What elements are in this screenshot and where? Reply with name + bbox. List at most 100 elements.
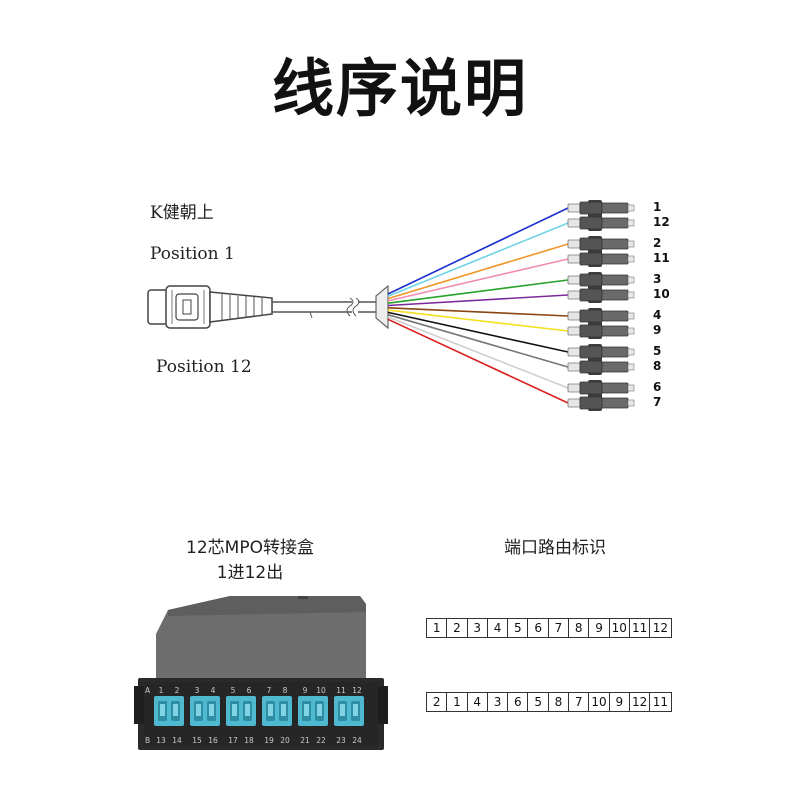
page-title: 线序说明 — [271, 52, 528, 125]
port-number: 8 — [653, 359, 662, 373]
mpo-connector — [147, 285, 211, 329]
position-1-label: Position 1 — [150, 244, 235, 264]
lc-connector — [567, 288, 635, 302]
panel-port-label-top: 9 — [303, 686, 308, 695]
lc-adapter — [334, 696, 364, 726]
panel-port-label-top: 10 — [316, 686, 326, 695]
fiber-group — [387, 207, 569, 404]
panel-port-label-top: 2 — [175, 686, 180, 695]
routing-cell: 12 — [652, 621, 669, 635]
port-number: 7 — [653, 395, 662, 409]
routing-cell: 2 — [427, 693, 448, 711]
port-number: 9 — [653, 323, 662, 337]
breakout-sleeve — [375, 284, 389, 330]
lc-connector — [567, 381, 635, 395]
lc-adapter — [262, 696, 292, 726]
routing-cell: 1 — [447, 693, 468, 711]
panel-port-label-bottom: 24 — [352, 736, 362, 745]
panel-port-label-top: 12 — [352, 686, 362, 695]
lc-connector — [567, 201, 635, 215]
routing-cell: 11 — [630, 619, 651, 637]
fiber-line — [387, 222, 569, 298]
port-number: 11 — [653, 251, 670, 265]
fiber-line — [387, 309, 569, 332]
panel-port-label-bottom: 16 — [208, 736, 218, 745]
lc-connector — [567, 237, 635, 251]
panel-port-label-bottom: 15 — [192, 736, 202, 745]
lc-connector — [567, 252, 635, 266]
routing-cell: 4 — [488, 619, 509, 637]
routing-cell: 7 — [549, 619, 570, 637]
lc-connector — [567, 360, 635, 374]
lc-duplex-connector — [567, 200, 635, 231]
module-caption-line2: 1进12出 — [216, 563, 284, 583]
fiber-line — [387, 243, 569, 300]
row-a-letter: A — [145, 686, 151, 695]
fiber-line — [387, 294, 569, 307]
fiber-line — [387, 258, 569, 302]
port-number: 2 — [653, 236, 662, 250]
port-number: 6 — [653, 380, 662, 394]
lc-connector — [567, 309, 635, 323]
panel-port-label-top: 4 — [211, 686, 216, 695]
port-number: 12 — [653, 215, 670, 229]
panel-port-label-top: 8 — [283, 686, 288, 695]
port-number: 1 — [653, 200, 662, 214]
strain-relief-boot — [209, 291, 273, 323]
lc-duplex-connector — [567, 272, 635, 303]
panel-port-label-bottom: 14 — [172, 736, 182, 745]
fiber-line — [387, 207, 569, 295]
port-number: 10 — [653, 287, 670, 301]
routing-cell: 5 — [528, 693, 549, 711]
panel-port-label-bottom: 19 — [264, 736, 274, 745]
routing-cell: 3 — [488, 693, 509, 711]
key-up-label: K健朝上 — [150, 203, 214, 223]
panel-port-label-top: 6 — [247, 686, 252, 695]
fanout-cable-diagram — [147, 200, 635, 411]
lc-adapter — [298, 696, 328, 726]
panel-port-label-bottom: 17 — [228, 736, 238, 745]
routing-cell: 9 — [589, 619, 610, 637]
panel-port-label-bottom: 18 — [244, 736, 254, 745]
lc-connector — [567, 273, 635, 287]
row-b-letter: B — [145, 736, 150, 745]
panel-port-label-bottom: 20 — [280, 736, 290, 745]
panel-port-label-top: 11 — [336, 686, 346, 695]
module-caption-line1: 12芯MPO转接盒 — [186, 538, 314, 558]
fiber-line — [387, 311, 569, 353]
lc-duplex-connector — [567, 308, 635, 339]
routing-caption: 端口路由标识 — [504, 538, 606, 558]
panel-port-label-bottom: 22 — [316, 736, 326, 745]
adapter-row — [154, 696, 364, 726]
routing-cell: 2 — [447, 619, 468, 637]
panel-port-label-top: 1 — [159, 686, 164, 695]
routing-cell: 7 — [569, 693, 590, 711]
panel-port-label-top: 7 — [267, 686, 272, 695]
routing-cell: 4 — [468, 693, 488, 711]
fiber-line — [387, 307, 569, 317]
routing-cell: 3 — [468, 619, 488, 637]
routing-cell: 8 — [569, 619, 590, 637]
routing-cell: 11 — [652, 695, 669, 709]
routing-cell: 6 — [528, 619, 549, 637]
routing-cell: 5 — [508, 619, 529, 637]
routing-cell: 9 — [610, 693, 630, 711]
port-number: 4 — [653, 308, 662, 322]
lc-connector — [567, 324, 635, 338]
panel-port-label-bottom: 13 — [156, 736, 166, 745]
routing-cell: 6 — [508, 693, 529, 711]
fiber-line — [387, 318, 569, 404]
lc-connector — [567, 345, 635, 359]
lc-connector-group — [567, 200, 635, 411]
panel-port-label-bottom: 21 — [300, 736, 310, 745]
fiber-line — [387, 279, 569, 304]
fiber-line — [387, 313, 569, 368]
panel-port-label-bottom: 23 — [336, 736, 346, 745]
port-number: 5 — [653, 344, 662, 358]
trunk-cable — [272, 297, 376, 319]
lc-adapter — [154, 696, 184, 726]
